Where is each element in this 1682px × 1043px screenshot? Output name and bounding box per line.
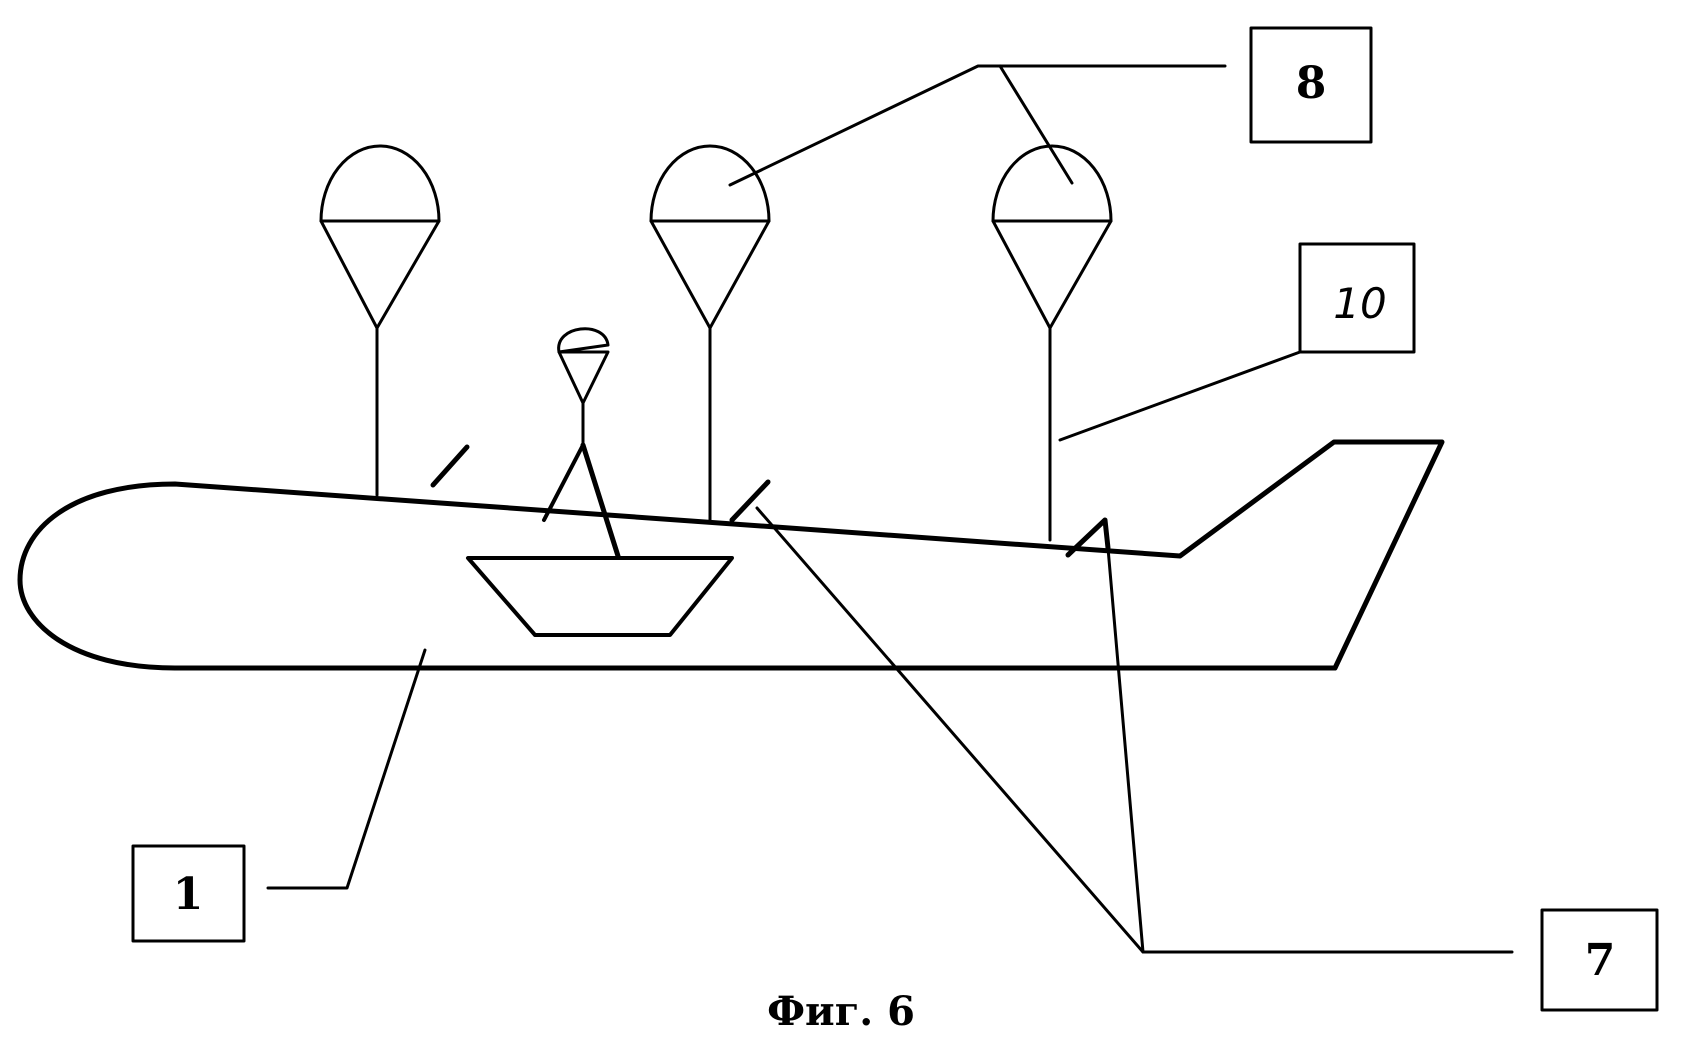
figure-caption: Фиг. 6 xyxy=(0,988,1682,1035)
parachute-cone-1 xyxy=(321,221,439,328)
label-1: 1 xyxy=(173,869,204,920)
cargo-sling-left xyxy=(544,445,583,520)
aircraft-fuselage xyxy=(20,442,1442,668)
label-box-1: 1 xyxy=(133,846,244,941)
parachute-canopy-2 xyxy=(651,146,769,221)
leader-line-label-8 xyxy=(730,66,1225,185)
label-box-8: 8 xyxy=(1251,28,1371,142)
label-8: 8 xyxy=(1296,58,1327,109)
label-10: 10 xyxy=(1333,279,1386,328)
leader-line-label-7 xyxy=(757,508,1512,952)
label-box-10: 10 xyxy=(1300,244,1414,352)
parachute-canopy-3 xyxy=(993,146,1111,221)
cargo-sling-right xyxy=(583,445,618,556)
parachute-cone-3 xyxy=(993,221,1111,328)
leader-line-label-7b xyxy=(1108,548,1143,952)
cargo-container xyxy=(468,558,732,635)
label-7: 7 xyxy=(1585,935,1616,986)
leader-line-label-10 xyxy=(1060,352,1300,440)
small-parachute-cone xyxy=(559,352,608,403)
leader-line-label-1 xyxy=(268,650,425,888)
parachute-canopy-1 xyxy=(321,146,439,221)
hatch-flap-1 xyxy=(433,447,467,485)
small-parachute-canopy xyxy=(559,329,608,352)
parachute-cone-2 xyxy=(651,221,769,328)
